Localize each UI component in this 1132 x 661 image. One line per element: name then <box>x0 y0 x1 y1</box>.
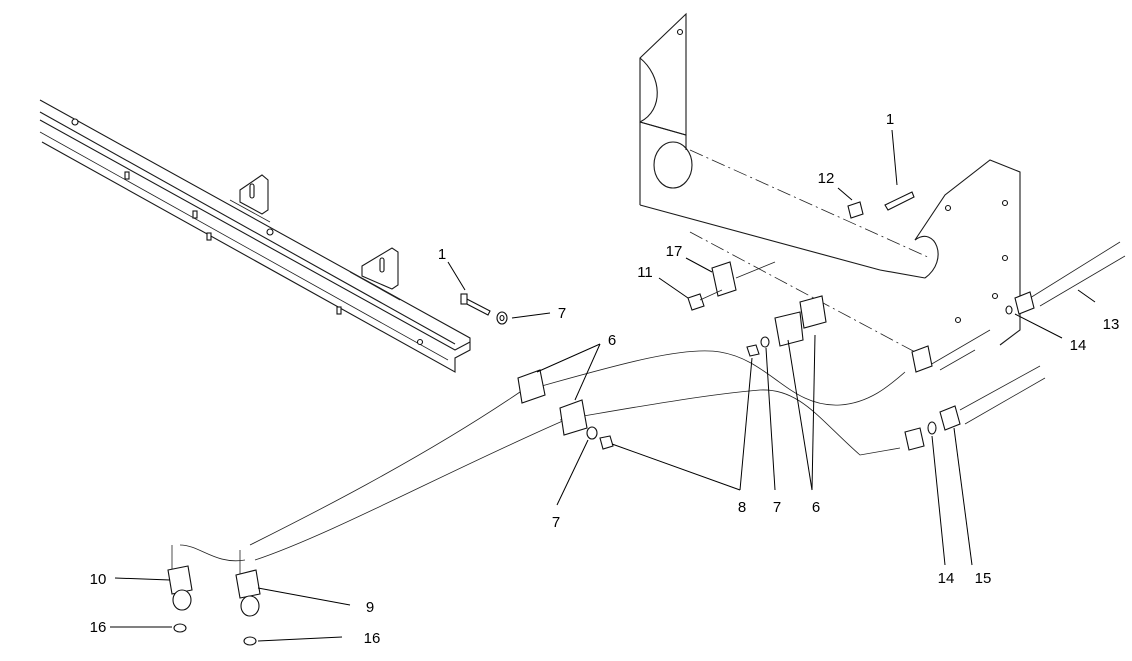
callout-15: 15 <box>975 570 992 587</box>
callout-labels: 1 1 12 17 11 7 6 13 14 8 7 6 7 10 9 16 1… <box>90 111 1120 647</box>
callout-9: 9 <box>366 599 374 616</box>
callout-10: 10 <box>90 571 107 588</box>
callout-13: 13 <box>1103 316 1120 333</box>
callout-1-left: 1 <box>438 246 446 263</box>
mounting-plate <box>639 12 1021 361</box>
hardware-parts <box>167 191 1035 646</box>
callout-6-right: 6 <box>812 499 820 516</box>
callout-6-left: 6 <box>608 332 616 349</box>
callout-7-lower: 7 <box>552 514 560 531</box>
callout-7-left: 7 <box>558 305 566 322</box>
callout-7-mid: 7 <box>773 499 781 516</box>
callout-14-upper: 14 <box>1070 337 1087 354</box>
callout-16-left: 16 <box>90 619 107 636</box>
callout-8: 8 <box>738 499 746 516</box>
callout-1-right: 1 <box>886 111 894 128</box>
callout-11: 11 <box>637 264 653 281</box>
callout-12: 12 <box>818 170 835 187</box>
callout-16-right: 16 <box>364 630 381 647</box>
callout-17: 17 <box>666 243 683 260</box>
brake-lines <box>171 241 1126 575</box>
leader-lines <box>110 129 1096 642</box>
frame-rail <box>39 99 471 373</box>
callout-14-lower: 14 <box>938 570 955 587</box>
